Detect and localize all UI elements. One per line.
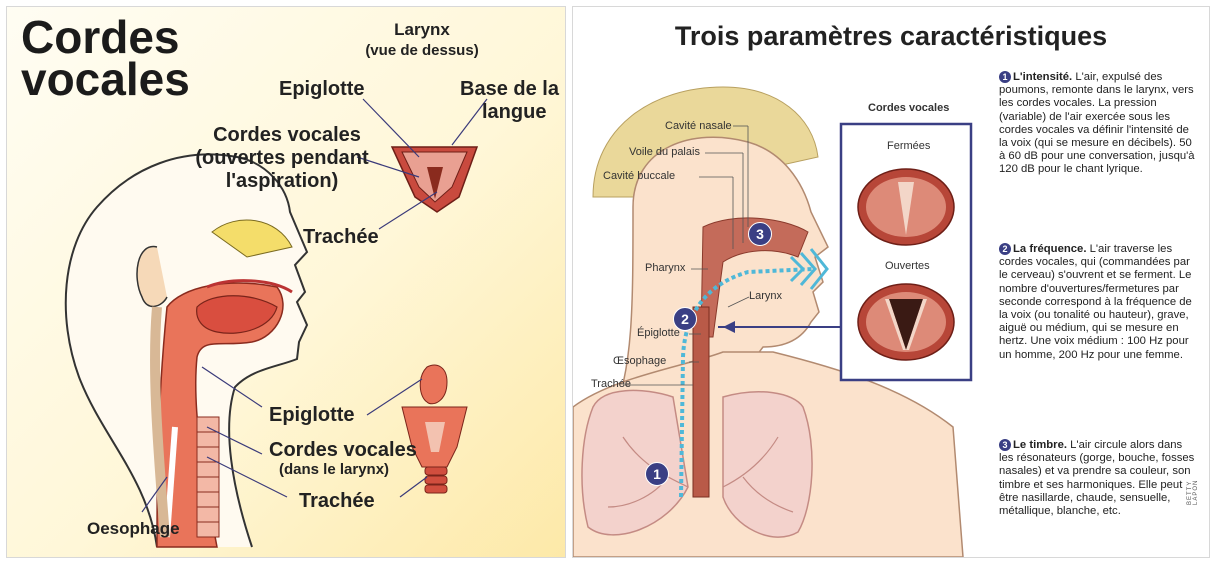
label-epiglotte: Épiglotte <box>637 327 680 339</box>
label-voile-palais: Voile du palais <box>629 146 700 158</box>
left-diagram-panel: Cordes vocales Larynx (vue de dessus) Ep… <box>6 6 566 558</box>
illustrator-credit: BETTY LAPON <box>1187 480 1199 505</box>
label-pharynx: Pharynx <box>645 262 685 274</box>
vocal-closed-label: Fermées <box>887 140 930 152</box>
paragraph-heading-1: L'intensité. <box>1013 71 1072 83</box>
label-trachee: Trachée <box>591 378 631 390</box>
paragraph-heading-2: La fréquence. <box>1013 243 1086 255</box>
marker-2: 2 <box>673 307 697 331</box>
vocal-box-title: Cordes vocales <box>868 102 949 114</box>
right-diagram-panel: Trois paramètres caractéristiques <box>572 6 1210 558</box>
label-larynx: Larynx <box>749 290 782 302</box>
left-title-line1: Cordes <box>21 17 179 57</box>
label-epiglotte-bottom: Epiglotte <box>269 405 355 426</box>
label-epiglotte-top: Epiglotte <box>279 79 365 100</box>
paragraph-number-2: 2 <box>999 243 1011 255</box>
larynx-subtitle: (vue de dessus) <box>352 43 492 59</box>
paragraph-number-3: 3 <box>999 439 1011 451</box>
label-trachee-bottom: Trachée <box>299 491 375 512</box>
paragraph-number-1: 1 <box>999 71 1011 83</box>
paragraph-body-1: L'air, expulsé des poumons, remonte dans… <box>999 71 1195 175</box>
marker-1: 1 <box>645 462 669 486</box>
label-trachee-top: Trachée <box>303 227 379 248</box>
label-oesophage: Oesophage <box>87 520 180 538</box>
label-cavite-nasale: Cavité nasale <box>665 120 732 132</box>
paragraph-heading-3: Le timbre. <box>1013 439 1067 451</box>
label-base-langue-2: langue <box>482 102 546 123</box>
label-oesophage: Œsophage <box>613 355 666 367</box>
label-cordes-top-3: l'aspiration) <box>182 171 382 192</box>
larynx-title: Larynx <box>382 21 462 39</box>
vocal-open-label: Ouvertes <box>885 260 930 272</box>
label-cordes-top-1: Cordes vocales <box>187 125 387 146</box>
left-title-line2: vocales <box>21 59 190 99</box>
label-cordes-top-2: (ouvertes pendant <box>182 148 382 169</box>
paragraph-body-2: L'air traverse les cordes vocales, qui (… <box>999 243 1192 361</box>
label-cordes-bottom-1: Cordes vocales <box>269 440 417 461</box>
label-cordes-bottom-2: (dans le larynx) <box>279 462 389 478</box>
marker-3: 3 <box>748 222 772 246</box>
label-base-langue-1: Base de la <box>460 79 559 100</box>
label-cavite-buccale: Cavité buccale <box>603 170 675 182</box>
